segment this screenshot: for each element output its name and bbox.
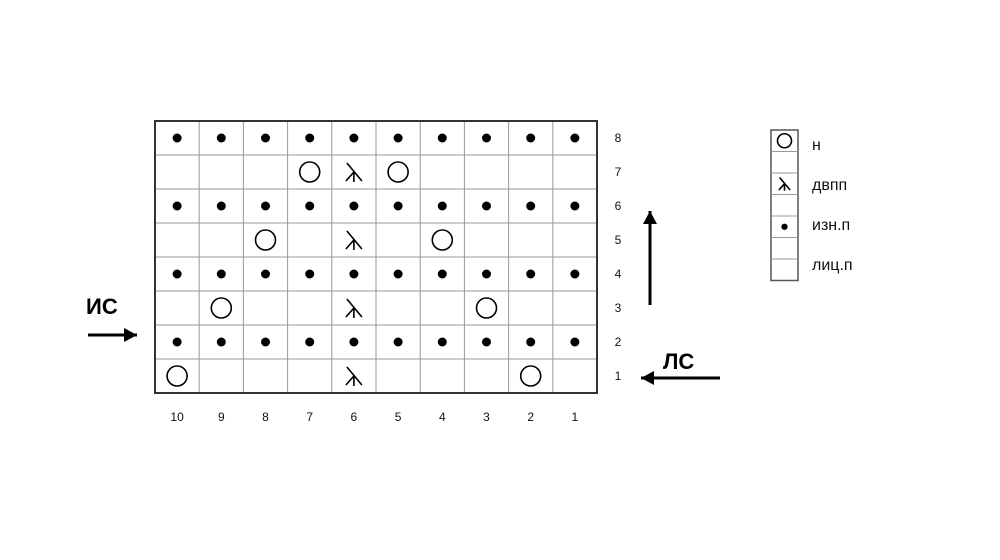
cell-purl-dot (526, 133, 536, 143)
cell-purl-dot (261, 201, 270, 211)
legend-box (770, 129, 799, 282)
row-number: 6 (614, 199, 622, 213)
cell-purl-dot (437, 133, 447, 143)
row-number: 1 (614, 369, 622, 383)
column-number: 6 (350, 410, 358, 424)
cell-decrease-symbol (345, 162, 363, 182)
cell-purl-dot (261, 133, 270, 143)
cell-purl-dot (216, 269, 226, 279)
cell-yarn-over-circle (475, 297, 498, 319)
cell-decrease-symbol (345, 230, 363, 250)
column-number: 8 (262, 410, 269, 424)
cell-purl-dot (349, 269, 359, 279)
cell-purl-dot (349, 337, 359, 347)
cell-purl-dot (349, 133, 359, 143)
column-number: 5 (394, 410, 402, 424)
column-number: 4 (438, 410, 446, 424)
cell-purl-dot (305, 269, 315, 279)
row-number: 3 (614, 301, 622, 315)
row-number: 5 (614, 233, 622, 247)
cell-yarn-over-circle (431, 229, 454, 251)
cell-purl-dot (393, 337, 403, 347)
wrong-side-arrow-icon-head (124, 328, 137, 342)
column-number: 1 (571, 410, 579, 424)
right-side-arrow-icon-head (641, 371, 654, 385)
cell-purl-dot (393, 269, 403, 279)
cell-purl-dot (570, 337, 580, 347)
cell-purl-dot (393, 133, 403, 143)
row-number: 2 (614, 335, 622, 349)
cell-purl-dot (172, 269, 182, 279)
cell-decrease-symbol (345, 298, 363, 318)
cell-purl-dot (482, 337, 491, 347)
cell-purl-dot (437, 337, 447, 347)
legend-label-purl: изн.п (812, 217, 851, 234)
column-number: 3 (483, 410, 490, 424)
cell-yarn-over-circle (387, 161, 409, 183)
cell-purl-dot (305, 133, 315, 143)
cell-purl-dot (570, 201, 580, 211)
cell-purl-dot (482, 201, 491, 211)
column-number: 9 (217, 410, 225, 424)
cell-purl-dot (570, 269, 580, 279)
cell-purl-dot (261, 269, 270, 279)
legend-purl-dot (781, 223, 788, 230)
right-side-label: ЛС (663, 349, 695, 374)
cell-decrease-symbol (345, 366, 363, 386)
row-number: 7 (614, 165, 622, 179)
legend-decrease-symbol (778, 176, 791, 191)
legend-yarn-over-circle (776, 132, 793, 149)
legend-label-yarn-over: н (812, 137, 821, 154)
row-number: 8 (614, 131, 622, 145)
cell-yarn-over-circle (254, 229, 277, 251)
cell-purl-dot (216, 201, 226, 211)
cell-purl-dot (305, 201, 315, 211)
wrong-side-label: ИС (86, 294, 118, 319)
cell-purl-dot (393, 201, 403, 211)
cell-purl-dot (482, 269, 491, 279)
cell-purl-dot (437, 201, 447, 211)
row-number: 4 (614, 267, 622, 281)
cell-yarn-over-circle (210, 297, 233, 319)
cell-purl-dot (526, 269, 536, 279)
cell-purl-dot (349, 201, 359, 211)
cell-purl-dot (172, 337, 182, 347)
cell-purl-dot (526, 201, 536, 211)
cell-purl-dot (216, 337, 226, 347)
cell-purl-dot (305, 337, 315, 347)
cell-yarn-over-circle (298, 161, 321, 183)
legend-label-knit: лиц.п (812, 257, 853, 274)
row-direction-arrow-icon-head (643, 211, 657, 224)
cell-purl-dot (172, 201, 182, 211)
cell-purl-dot (526, 337, 536, 347)
cell-yarn-over-circle (519, 365, 542, 387)
column-number: 2 (527, 410, 535, 424)
legend-label-decrease: двпп (812, 177, 848, 194)
cell-yarn-over-circle (166, 365, 188, 387)
chart-border (154, 120, 598, 394)
cell-purl-dot (261, 337, 270, 347)
cell-purl-dot (216, 133, 226, 143)
cell-purl-dot (482, 133, 491, 143)
column-number: 7 (306, 410, 314, 424)
cell-purl-dot (570, 133, 580, 143)
cell-purl-dot (437, 269, 447, 279)
cell-purl-dot (172, 133, 182, 143)
column-number: 10 (170, 410, 184, 424)
